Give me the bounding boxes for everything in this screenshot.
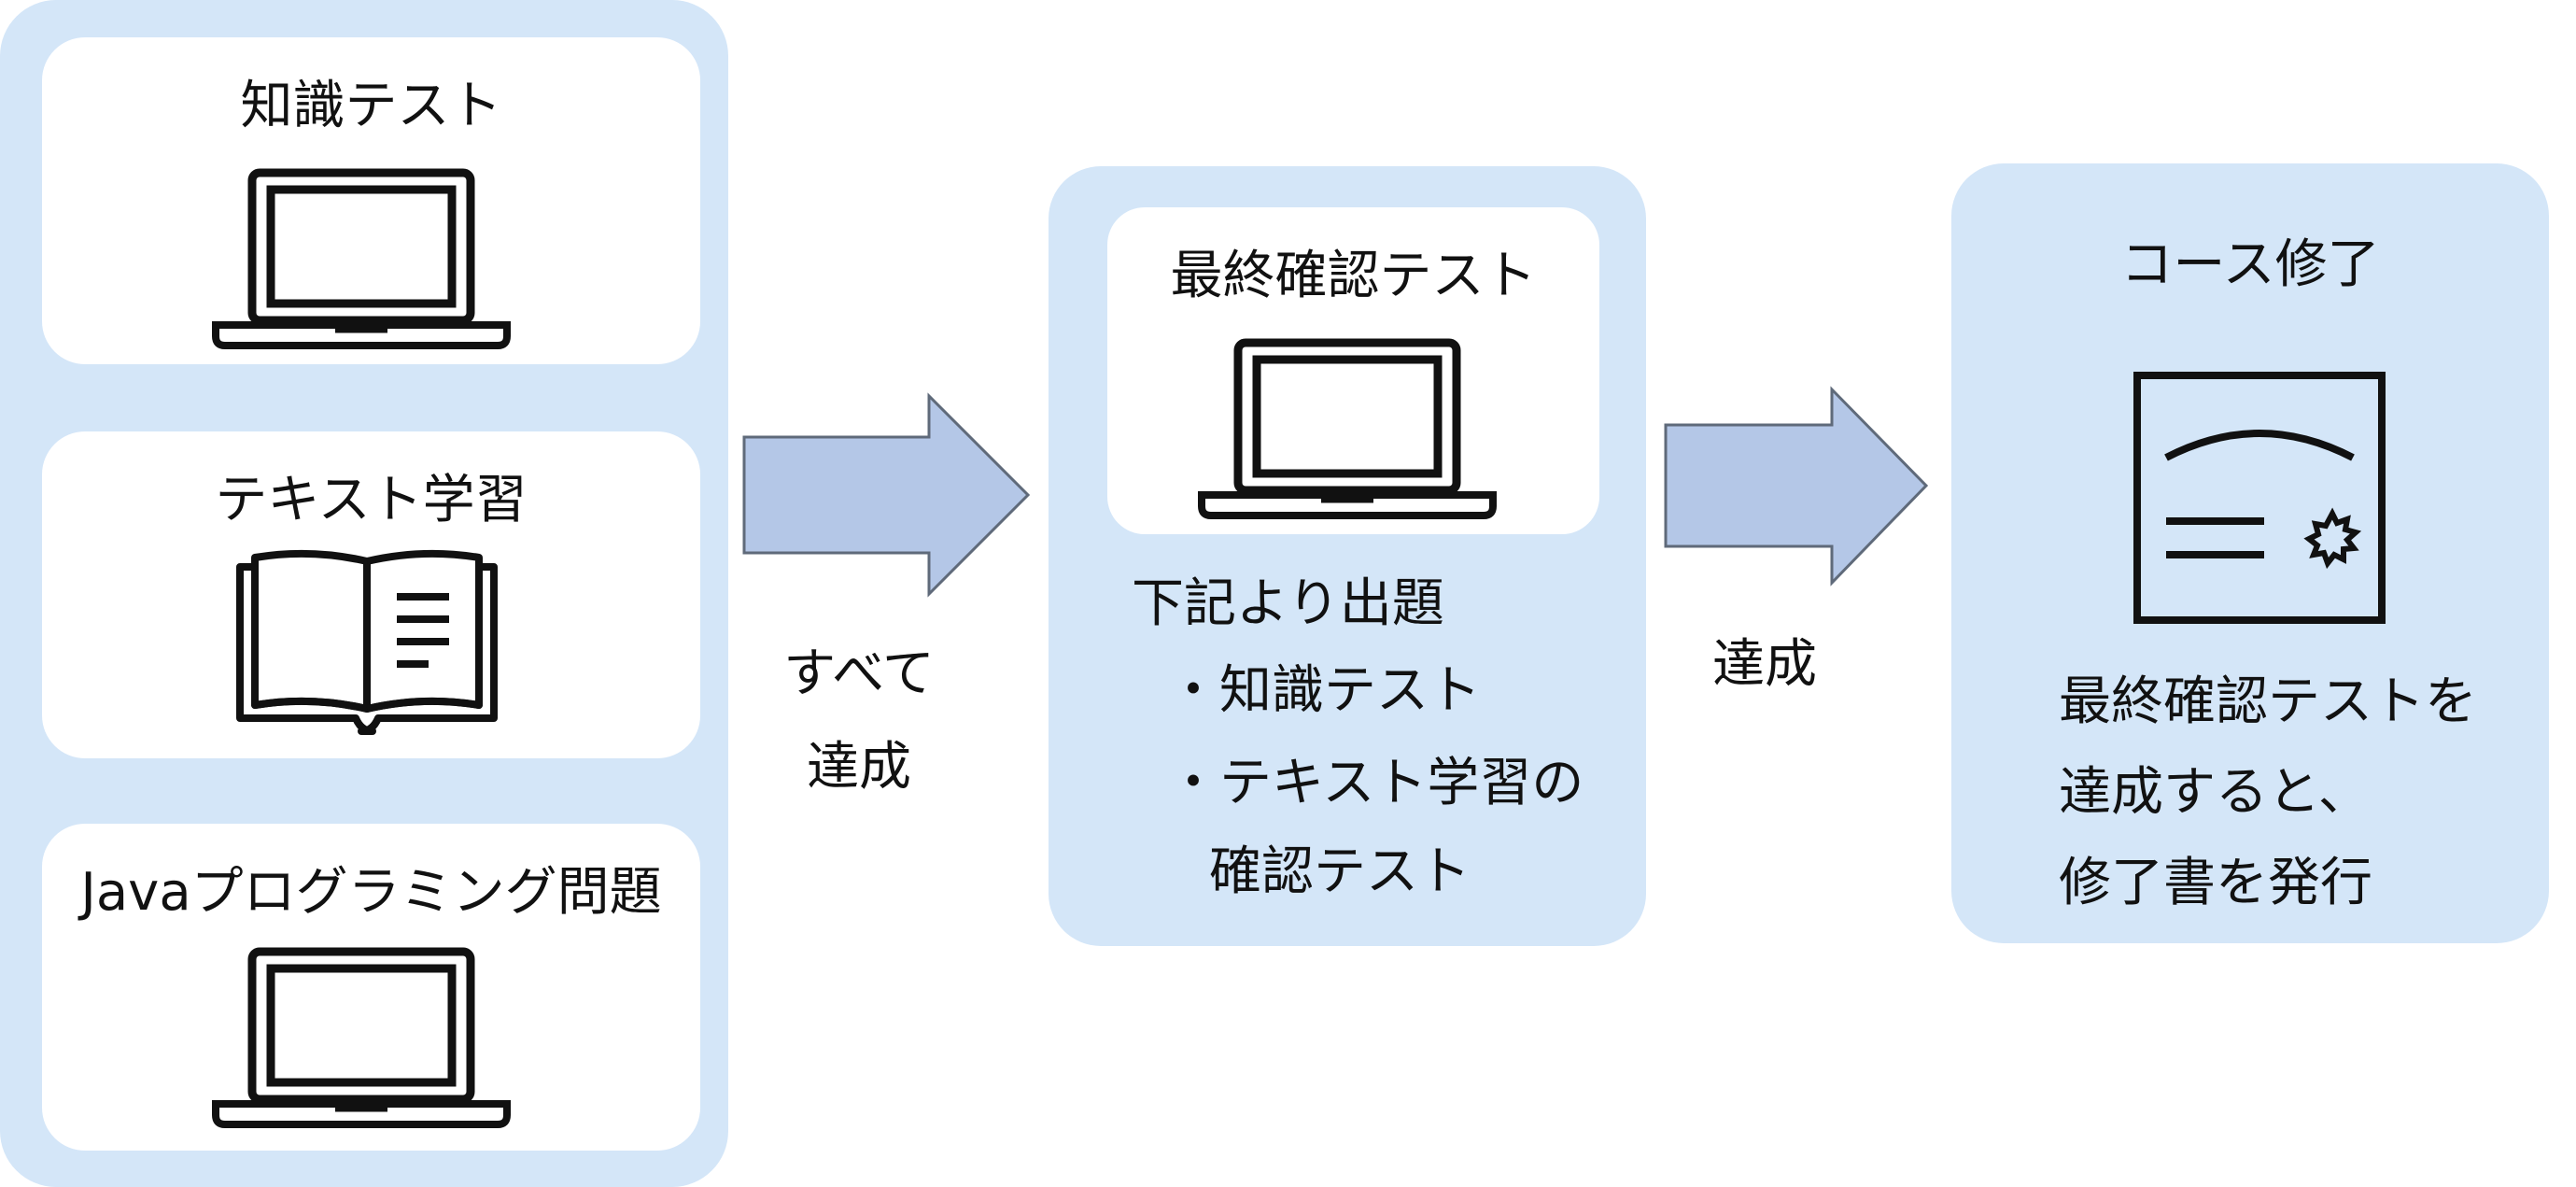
java-problem-card: Javaプログラミング問題 <box>42 824 700 1151</box>
laptop-icon <box>212 168 511 349</box>
arrow2-label: 達成 <box>1712 634 1817 695</box>
open-book-icon <box>236 549 498 735</box>
flow-arrow-1 <box>742 392 1031 598</box>
knowledge-test-title: 知識テスト <box>240 76 502 136</box>
middle-desc-line1: 下記より出題 <box>1132 573 1444 634</box>
knowledge-test-card: 知識テスト <box>42 37 700 364</box>
laptop-icon <box>1198 338 1497 519</box>
final-test-title: 最終確認テスト <box>1170 246 1537 306</box>
text-study-card: テキスト学習 <box>42 431 700 758</box>
arrow1-label-line2: 達成 <box>807 737 911 798</box>
flow-arrow-2 <box>1664 386 1929 586</box>
right-desc-line2: 達成すると、 <box>2059 762 2371 823</box>
course-complete-title: コース修了 <box>2120 234 2380 295</box>
right-desc-line3: 修了書を発行 <box>2059 853 2372 913</box>
arrow1-label-line1: すべて <box>783 643 935 704</box>
right-desc-line1: 最終確認テストを <box>2059 671 2477 732</box>
middle-desc-line4: 確認テスト <box>1209 841 1471 902</box>
middle-desc-line2: ・知識テスト <box>1167 660 1481 721</box>
certificate-icon <box>2133 372 2386 624</box>
laptop-icon <box>212 947 511 1128</box>
java-problem-title: Javaプログラミング問題 <box>80 862 662 923</box>
text-study-title: テキスト学習 <box>215 470 528 530</box>
middle-desc-line3: ・テキスト学習の <box>1167 753 1584 813</box>
final-test-card: 最終確認テスト <box>1107 207 1599 534</box>
